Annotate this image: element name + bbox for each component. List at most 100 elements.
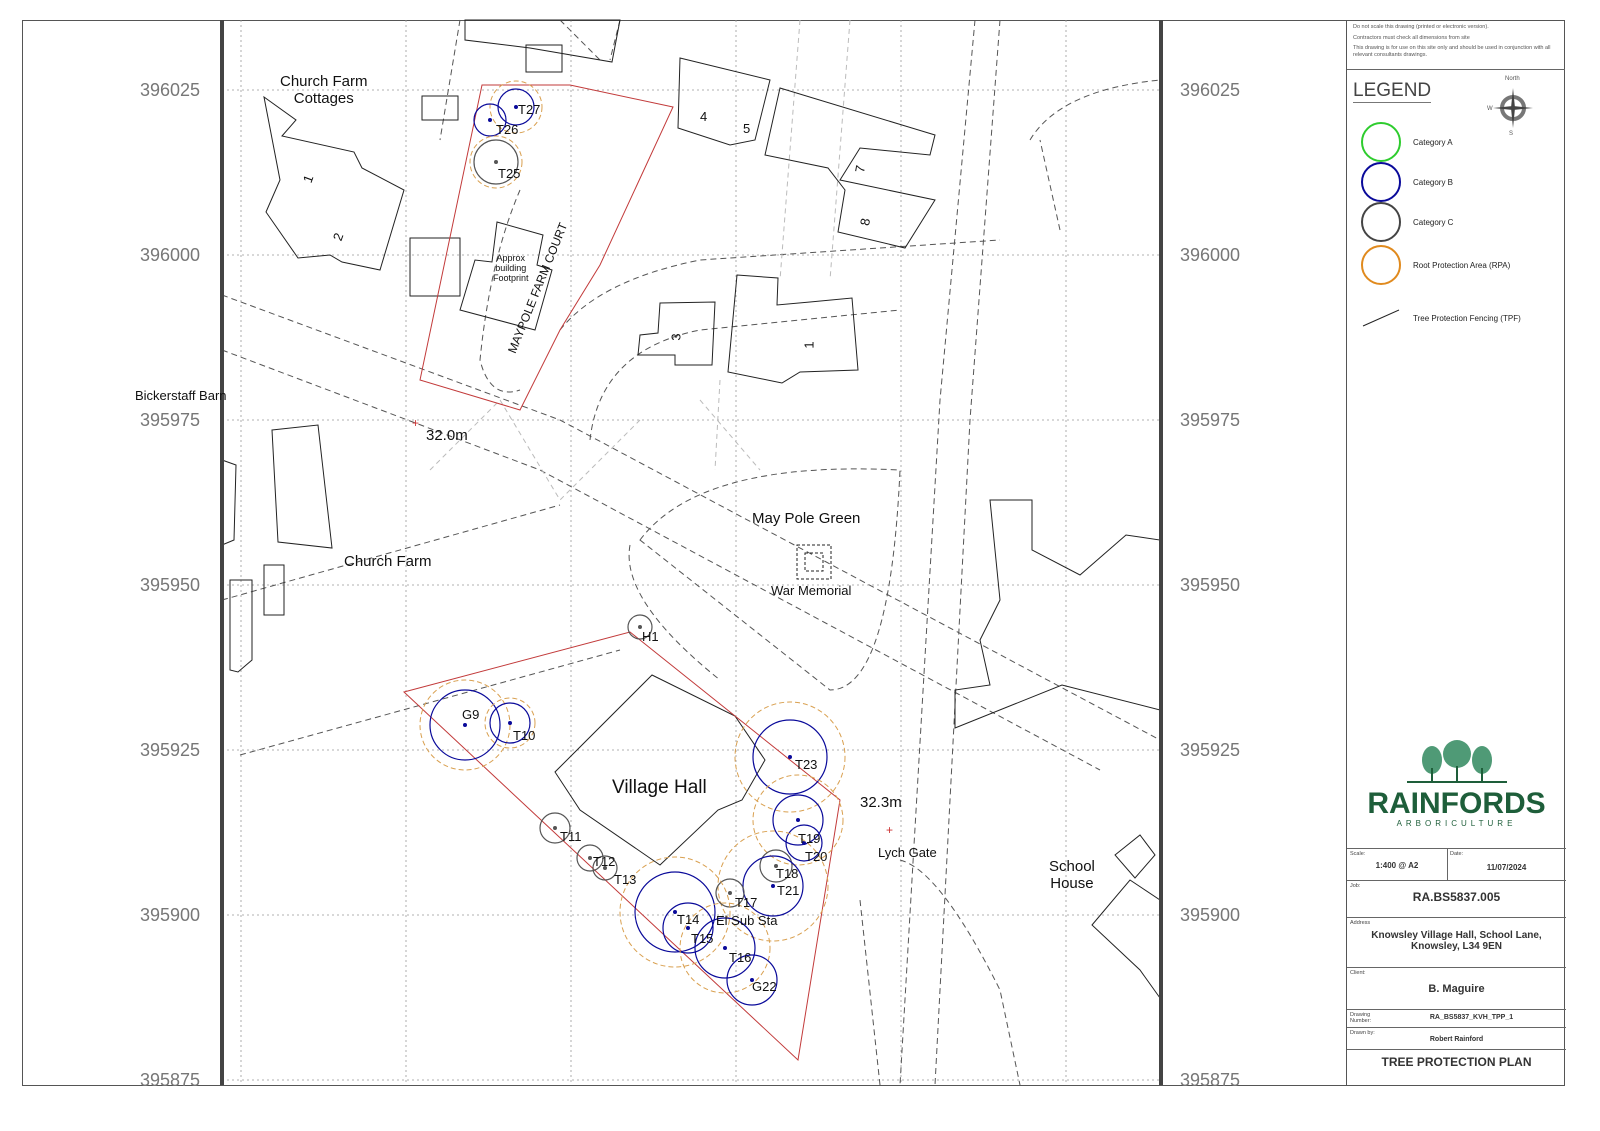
tree-stem bbox=[673, 910, 677, 914]
road-kerbs bbox=[221, 19, 1161, 1086]
logo-sub: ARBORICULTURE bbox=[1396, 819, 1517, 828]
note: Do not scale this drawing (printed or el… bbox=[1353, 24, 1489, 30]
drawing-number-row: Drawing Number:RA_BS5837_KVH_TPP_1 bbox=[1347, 1009, 1566, 1027]
northing-label: 395950 bbox=[140, 575, 201, 595]
note: This drawing is for use on this site onl… bbox=[1353, 45, 1551, 58]
tree-canopy[interactable] bbox=[759, 849, 793, 883]
northing-label: 395875 bbox=[140, 1070, 201, 1090]
tree-canopy[interactable] bbox=[785, 824, 823, 862]
tree-canopy[interactable] bbox=[694, 917, 756, 979]
tree-stem bbox=[638, 625, 642, 629]
spot-level-32-0: 32.0m bbox=[426, 427, 468, 444]
tree-canopy[interactable] bbox=[489, 702, 531, 744]
tree-label: T18 bbox=[776, 866, 799, 881]
tree-canopy[interactable] bbox=[473, 103, 507, 137]
label-village-hall: Village Hall bbox=[612, 777, 707, 798]
tree-canopy[interactable] bbox=[627, 614, 653, 640]
northing-label: 395925 bbox=[140, 740, 201, 760]
tree-stem bbox=[494, 160, 498, 164]
compass-icon: North W S bbox=[1487, 76, 1537, 137]
tree-label: T16 bbox=[729, 950, 752, 965]
drawing-notes: Do not scale this drawing (printed or el… bbox=[1347, 24, 1565, 70]
tree-canopy[interactable] bbox=[752, 719, 828, 795]
tree-label: H1 bbox=[642, 629, 659, 644]
tree-label: T19 bbox=[798, 831, 821, 846]
company-logo: RAINFORDS ARBORICULTURE bbox=[1347, 738, 1566, 828]
rpa-circle bbox=[734, 701, 846, 813]
tree-stem bbox=[553, 826, 557, 830]
northing-label: 395900 bbox=[1180, 905, 1241, 925]
spot-level-marker-icon: + bbox=[412, 416, 419, 430]
northing-label: 395925 bbox=[1180, 740, 1241, 760]
tree-label: T10 bbox=[513, 728, 536, 743]
label-school-house: School House bbox=[1049, 858, 1095, 892]
rpa-circle bbox=[752, 774, 844, 866]
label-church-farm: Church Farm bbox=[344, 553, 432, 570]
caption: Scale: bbox=[1350, 851, 1366, 857]
job-row: Job:RA.BS5837.005 bbox=[1347, 880, 1566, 917]
northing-label: 395875 bbox=[1180, 1070, 1241, 1090]
rpa-circle-icon bbox=[1361, 245, 1401, 285]
tree-label: T25 bbox=[498, 166, 521, 181]
rpa-circle bbox=[484, 697, 536, 749]
label-may-pole-green: May Pole Green bbox=[752, 510, 861, 527]
tree-label: T13 bbox=[614, 872, 637, 887]
legend-label: Root Protection Area (RPA) bbox=[1413, 260, 1511, 270]
tree-label: G22 bbox=[752, 979, 777, 994]
house-number: 4 bbox=[700, 109, 708, 124]
buildings bbox=[221, 19, 1161, 1000]
tree-canopy[interactable] bbox=[634, 871, 716, 953]
legend-category-c: Category C bbox=[1361, 202, 1453, 242]
northing-label: 395975 bbox=[1180, 410, 1241, 430]
tree-label: T26 bbox=[496, 122, 519, 137]
address-value: Knowsley Village Hall, School Lane, Know… bbox=[1371, 930, 1542, 952]
circle-icon bbox=[1361, 122, 1401, 162]
date-value: 11/07/2024 bbox=[1486, 863, 1527, 872]
rpa-circle bbox=[679, 902, 771, 994]
tree-label: T23 bbox=[795, 757, 818, 772]
tree-canopy[interactable] bbox=[592, 855, 618, 881]
circle-icon bbox=[1361, 162, 1401, 202]
tree-label: T21 bbox=[777, 883, 800, 898]
house-number: 3 bbox=[668, 333, 684, 341]
tree-canopy[interactable] bbox=[429, 689, 501, 761]
northing-label: 396025 bbox=[1180, 80, 1241, 100]
title-row: TREE PROTECTION PLAN bbox=[1347, 1049, 1566, 1086]
northing-label: 395950 bbox=[1180, 575, 1241, 595]
tree-canopy[interactable] bbox=[576, 844, 604, 872]
tree-canopy[interactable] bbox=[772, 794, 824, 846]
job-value: RA.BS5837.005 bbox=[1412, 890, 1501, 904]
tree-label: T20 bbox=[805, 849, 828, 864]
tree-stem bbox=[514, 105, 518, 109]
caption: Drawing Number: bbox=[1350, 1012, 1372, 1024]
tree-canopy[interactable] bbox=[662, 902, 714, 954]
rpa-circle bbox=[489, 80, 543, 134]
scale-date-row: Scale:1:400 @ A2 Date:11/07/2024 bbox=[1347, 848, 1566, 881]
tree-canopy[interactable] bbox=[726, 954, 778, 1006]
tree-stem bbox=[771, 884, 775, 888]
client-value: B. Maguire bbox=[1428, 983, 1485, 995]
tree-canopy[interactable] bbox=[497, 88, 535, 126]
site-boundary bbox=[402, 84, 841, 1062]
drawn-by-row: Drawn by:Robert Rainford bbox=[1347, 1027, 1566, 1049]
tree-label: T27 bbox=[518, 102, 541, 117]
tree-stem bbox=[686, 926, 690, 930]
trees-logo-icon bbox=[1406, 740, 1507, 783]
tree-stem bbox=[508, 721, 512, 725]
tree-canopy[interactable] bbox=[539, 812, 571, 844]
northing-label: 395900 bbox=[140, 905, 201, 925]
tree-canopy[interactable] bbox=[473, 139, 519, 185]
tree-label: G9 bbox=[462, 707, 480, 722]
tree-label: T17 bbox=[735, 895, 758, 910]
compass-south: S bbox=[1509, 131, 1514, 137]
northing-label: 396000 bbox=[1180, 245, 1241, 265]
rpa-circle bbox=[469, 135, 523, 189]
legend-label: Category B bbox=[1413, 177, 1454, 187]
compass-north: North bbox=[1505, 76, 1520, 82]
tree-canopy[interactable] bbox=[742, 855, 804, 917]
tree-stem bbox=[463, 723, 467, 727]
tree-label: T12 bbox=[593, 854, 616, 869]
caption: Client: bbox=[1350, 970, 1366, 976]
tree-stem bbox=[750, 978, 754, 982]
